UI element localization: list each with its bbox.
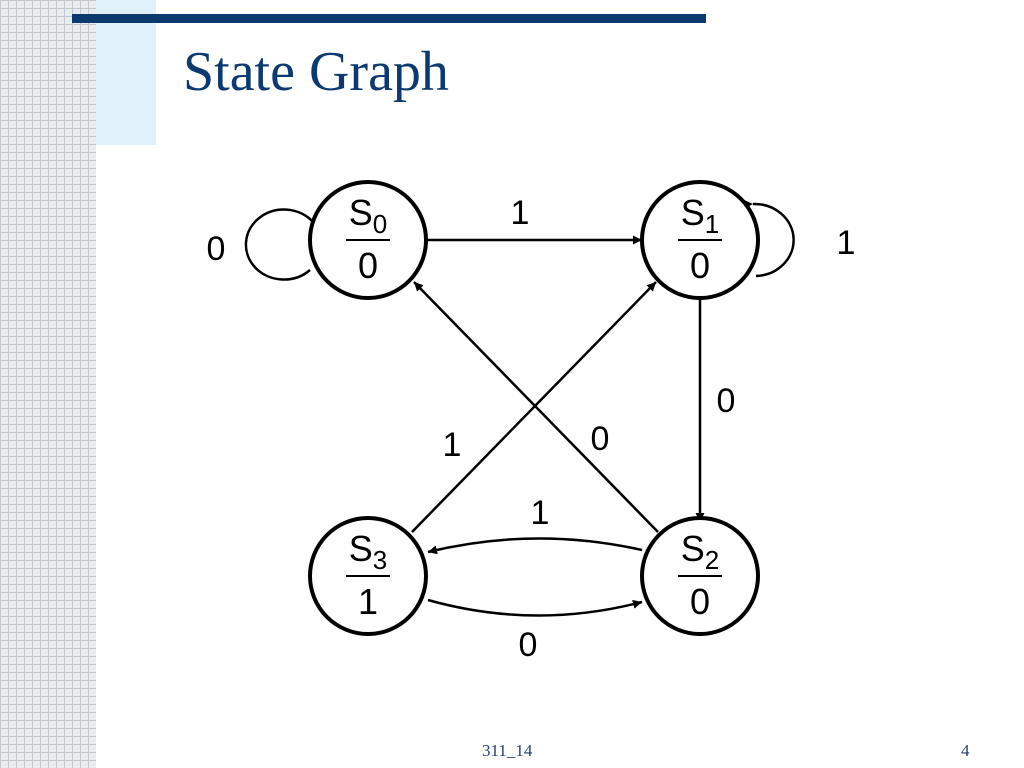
state-name: S: [349, 192, 373, 233]
transition-label: 0: [207, 230, 226, 268]
svg-text:S0: S0: [349, 192, 387, 239]
transition-s2-s3: 1: [427, 494, 643, 555]
transition-s0-s0: 0: [207, 208, 323, 281]
state-subscript: 1: [705, 209, 719, 239]
transition-label: 1: [837, 224, 856, 262]
transition-s2-s0: 0: [413, 281, 659, 533]
state-name: S: [681, 192, 705, 233]
state-graph-diagram: 0 1 1 0 0 1 1 0 S0 0 S1 0 S2: [207, 180, 856, 664]
footer-course-code: 311_14: [482, 741, 533, 760]
state-s0: S0 0: [308, 180, 428, 300]
state-s3: S3 1: [308, 516, 428, 636]
state-subscript: 2: [705, 545, 719, 575]
transition-s0-s1: 1: [427, 194, 642, 245]
transition-label: 1: [443, 426, 462, 464]
state-output: 0: [690, 581, 710, 622]
transition-label: 0: [717, 382, 736, 420]
title-bar: [72, 14, 706, 23]
footer-page-number: 4: [961, 741, 970, 760]
transition-label: 0: [591, 420, 610, 458]
state-output: 0: [358, 245, 378, 286]
transition-label: 1: [531, 494, 550, 532]
accent-panel: [96, 0, 156, 145]
transition-label: 1: [511, 194, 530, 232]
state-name: S: [349, 528, 373, 569]
state-output: 1: [358, 581, 378, 622]
transition-s3-s1: 1: [411, 281, 657, 533]
transition-s3-s2: 0: [427, 598, 643, 664]
state-output: 0: [690, 245, 710, 286]
transition-label: 0: [519, 626, 538, 664]
svg-text:S1: S1: [681, 192, 719, 239]
transition-s1-s2: 0: [695, 300, 736, 522]
slide-title: State Graph: [183, 41, 449, 103]
state-s1: S1 0: [640, 180, 760, 300]
state-subscript: 3: [373, 545, 387, 575]
svg-text:S2: S2: [681, 528, 719, 575]
state-s2: S2 0: [640, 516, 760, 636]
svg-text:S3: S3: [349, 528, 387, 575]
state-name: S: [681, 528, 705, 569]
transition-s1-s1: 1: [743, 199, 856, 278]
grid-background: [0, 0, 96, 768]
state-subscript: 0: [373, 209, 387, 239]
